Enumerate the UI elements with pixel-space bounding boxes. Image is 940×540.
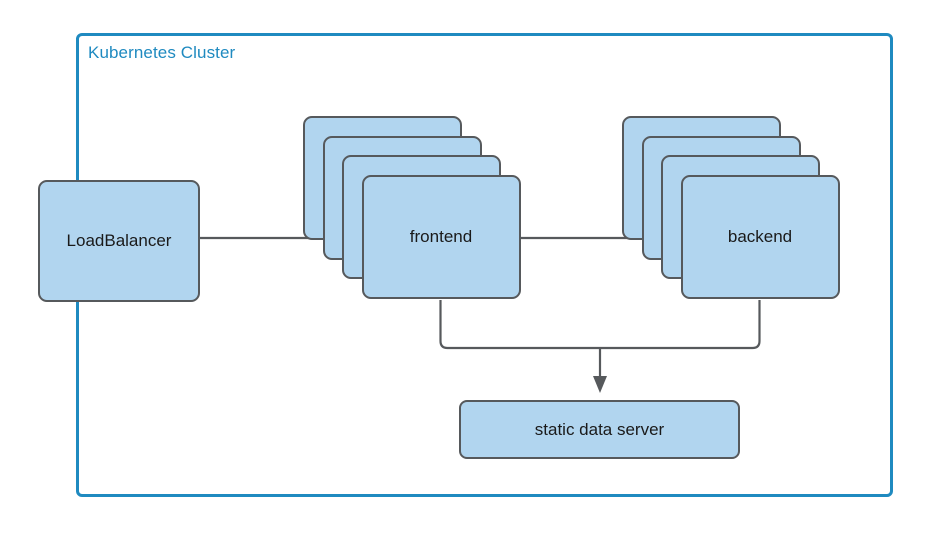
frontend-replica-card-1[interactable]: frontend [361,174,521,299]
node-frontend-label: frontend [409,226,473,246]
node-backend-label: backend [727,226,793,246]
node-backend-stack[interactable]: backend [622,116,841,300]
backend-replica-card-1[interactable]: backend [680,174,840,299]
node-static-data-server-label: static data server [534,419,665,439]
node-frontend-stack[interactable]: frontend [303,116,522,300]
node-loadbalancer[interactable]: LoadBalancer [38,180,200,302]
node-static-data-server[interactable]: static data server [459,400,740,459]
kubernetes-cluster-label: Kubernetes Cluster [88,43,236,62]
node-loadbalancer-label: LoadBalancer [66,231,172,250]
